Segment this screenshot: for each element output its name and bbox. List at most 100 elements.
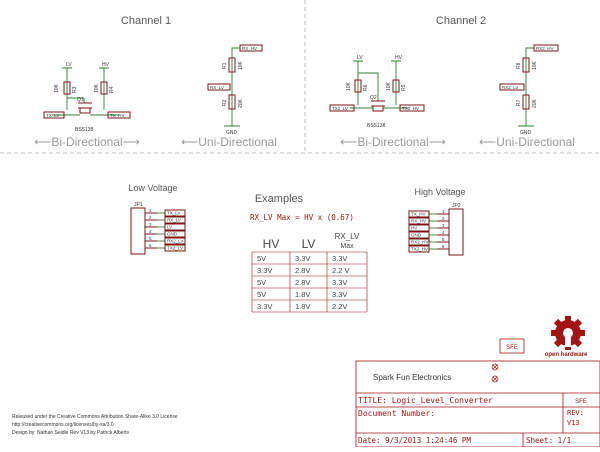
resistor-r7 — [522, 94, 530, 110]
pin-number: 2 — [442, 216, 445, 221]
schematic-title: TITLE: Logic_Level_Converter — [358, 396, 493, 405]
table-cell: 5V — [257, 278, 266, 287]
r7-value: 20K — [532, 98, 538, 108]
bi-directional-circuit-1: LV HV 10K R3 10K R4 Q1 BSS138 TX_LV TX_H… — [34, 62, 140, 149]
bi-directional-circuit-2: LV HV 10K R6 10K R5 Q2 BSS138 TX2_LV TX2… — [329, 55, 446, 149]
resistor-r2 — [228, 94, 236, 110]
net-label: TX_HV — [411, 212, 426, 217]
net-flag-tx-lv — [43, 111, 65, 119]
divider-wire — [224, 47, 240, 127]
hv-label: HV — [395, 55, 403, 61]
uni-directional-caption: ⟵Uni-Directional — [181, 135, 277, 149]
pin-number: 4 — [442, 230, 445, 235]
license-url: http://creativecommons.org/licenses/by-s… — [12, 422, 114, 428]
uni-directional-circuit-2: RX2_HV R8 10K RX2_LV R7 20K GND ⟵Uni-Dir… — [479, 44, 575, 149]
sfe-small-logo: SFE — [506, 345, 518, 351]
low-voltage-title: Low Voltage — [128, 183, 177, 193]
net-label: RX2_LV — [167, 239, 183, 244]
table-cell: 1.8V — [295, 290, 310, 299]
resistor-r3 — [63, 81, 71, 95]
table-cell: 2.2 V — [332, 266, 350, 275]
q1-name: Q1 — [77, 97, 84, 103]
sfe-frame-logo: SFE — [575, 399, 587, 405]
examples-title: Examples — [255, 193, 304, 205]
pin-number: 3 — [149, 222, 152, 227]
sheet-number: Sheet: 1/1 — [526, 436, 571, 445]
net-flag — [164, 223, 186, 231]
net-label: TX_LV — [167, 211, 180, 216]
rx-hv-label: RX_HV — [242, 46, 257, 51]
net-flag-rx2-lv — [499, 83, 525, 91]
lv-label: LV — [66, 62, 72, 68]
pin-number: 6 — [149, 243, 152, 248]
table-cell: 1.8V — [295, 302, 310, 311]
pin-number: 1 — [442, 209, 445, 214]
company-name: Spark Fun Electronics — [373, 373, 451, 382]
open-hardware-label: open hardware — [545, 352, 588, 358]
resistor-r6 — [354, 79, 362, 93]
sfe-small-logo-frame — [499, 338, 525, 354]
pin-number: 5 — [442, 237, 445, 242]
title-block: Spark Fun Electronics TITLE: Logic_Level… — [355, 360, 600, 448]
r6-value: 10K — [346, 81, 352, 91]
mosfet-q2 — [371, 100, 385, 112]
gear-gap — [565, 335, 571, 347]
pin-number: 4 — [149, 229, 152, 234]
r3-name: R3 — [72, 86, 78, 93]
table-cell: 3.3V — [257, 302, 272, 311]
jp2-ref: JP2 — [452, 203, 461, 209]
r5-value: 10K — [386, 81, 392, 91]
rx2-lv-label: RX2_LV — [502, 85, 518, 90]
bi-directional-caption: ⟵Bi-Directional⟶ — [340, 135, 446, 149]
q1-part: BSS138 — [75, 127, 94, 133]
tx-hv-label: TX_HV — [110, 113, 125, 118]
net-label: TX2_LV — [167, 246, 183, 251]
net-flag — [164, 244, 186, 252]
table-cell: 5V — [257, 254, 266, 263]
channel-2-title: Channel 2 — [436, 15, 486, 27]
mosfet-q1 — [78, 102, 92, 114]
net-label: LV — [167, 225, 172, 230]
table-cell: 3.3V — [332, 254, 347, 263]
net-flag — [164, 230, 186, 238]
r8-name: R8 — [516, 62, 522, 69]
net-label: GND — [411, 233, 422, 238]
lv-rail-wire — [353, 60, 379, 105]
tx-lv-label: TX_LV — [46, 113, 59, 118]
resistor-r5 — [392, 79, 400, 93]
pin-number: 5 — [149, 236, 152, 241]
pin-number: 1 — [149, 208, 152, 213]
hv-label: HV — [102, 62, 110, 68]
net-flag-tx2-lv — [329, 104, 355, 112]
license-notice: Released under the Creative Commons Attr… — [12, 414, 178, 436]
table-cell: 2.8V — [295, 266, 310, 275]
net-label: RX_HV — [411, 219, 426, 224]
table-cell: 2.8V — [295, 278, 310, 287]
r3-value: 10K — [54, 83, 60, 93]
net-flag — [408, 231, 430, 239]
net-flag — [408, 217, 430, 225]
resistor-r4 — [100, 81, 108, 95]
hv-rail-wire — [99, 67, 109, 110]
net-label: HV — [411, 226, 417, 231]
r1-name: R1 — [222, 62, 228, 69]
pin-number: 6 — [442, 244, 445, 249]
q2-part: BSS138 — [367, 123, 386, 129]
fiducial-icon — [491, 363, 499, 371]
channel-1-title: Channel 1 — [121, 15, 171, 27]
resistor-r8 — [522, 57, 530, 73]
uni-directional-caption: ⟵Uni-Directional — [479, 135, 575, 149]
r2-value: 20K — [238, 98, 244, 108]
net-label: RX2_HV — [411, 240, 429, 245]
high-voltage-title: High Voltage — [414, 187, 465, 197]
date-stamp: Date: 9/3/2013 1:24:46 PM — [358, 436, 471, 445]
net-flag — [164, 237, 186, 245]
